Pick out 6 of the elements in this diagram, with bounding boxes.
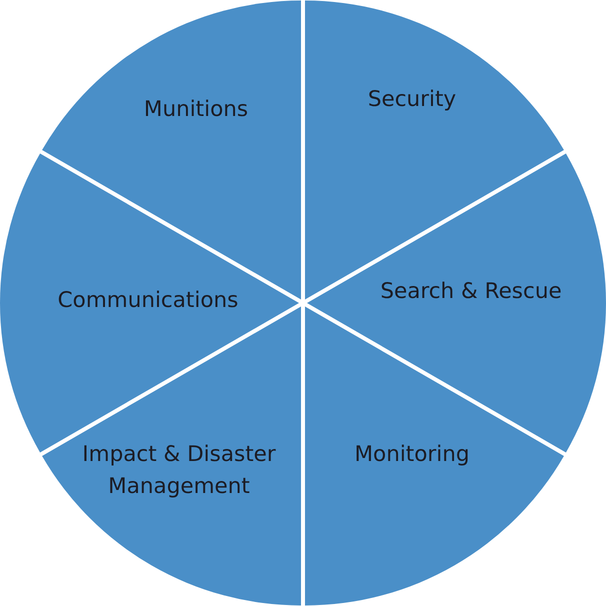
segment-label: Communications [56,287,240,315]
segment-label: Search & Rescue [379,278,563,306]
segment-label: Security [366,86,458,114]
segment-label: Monitoring [354,441,470,469]
segment-label: Impact & Disaster Management [81,441,277,501]
segment-label: Munitions [142,96,250,124]
